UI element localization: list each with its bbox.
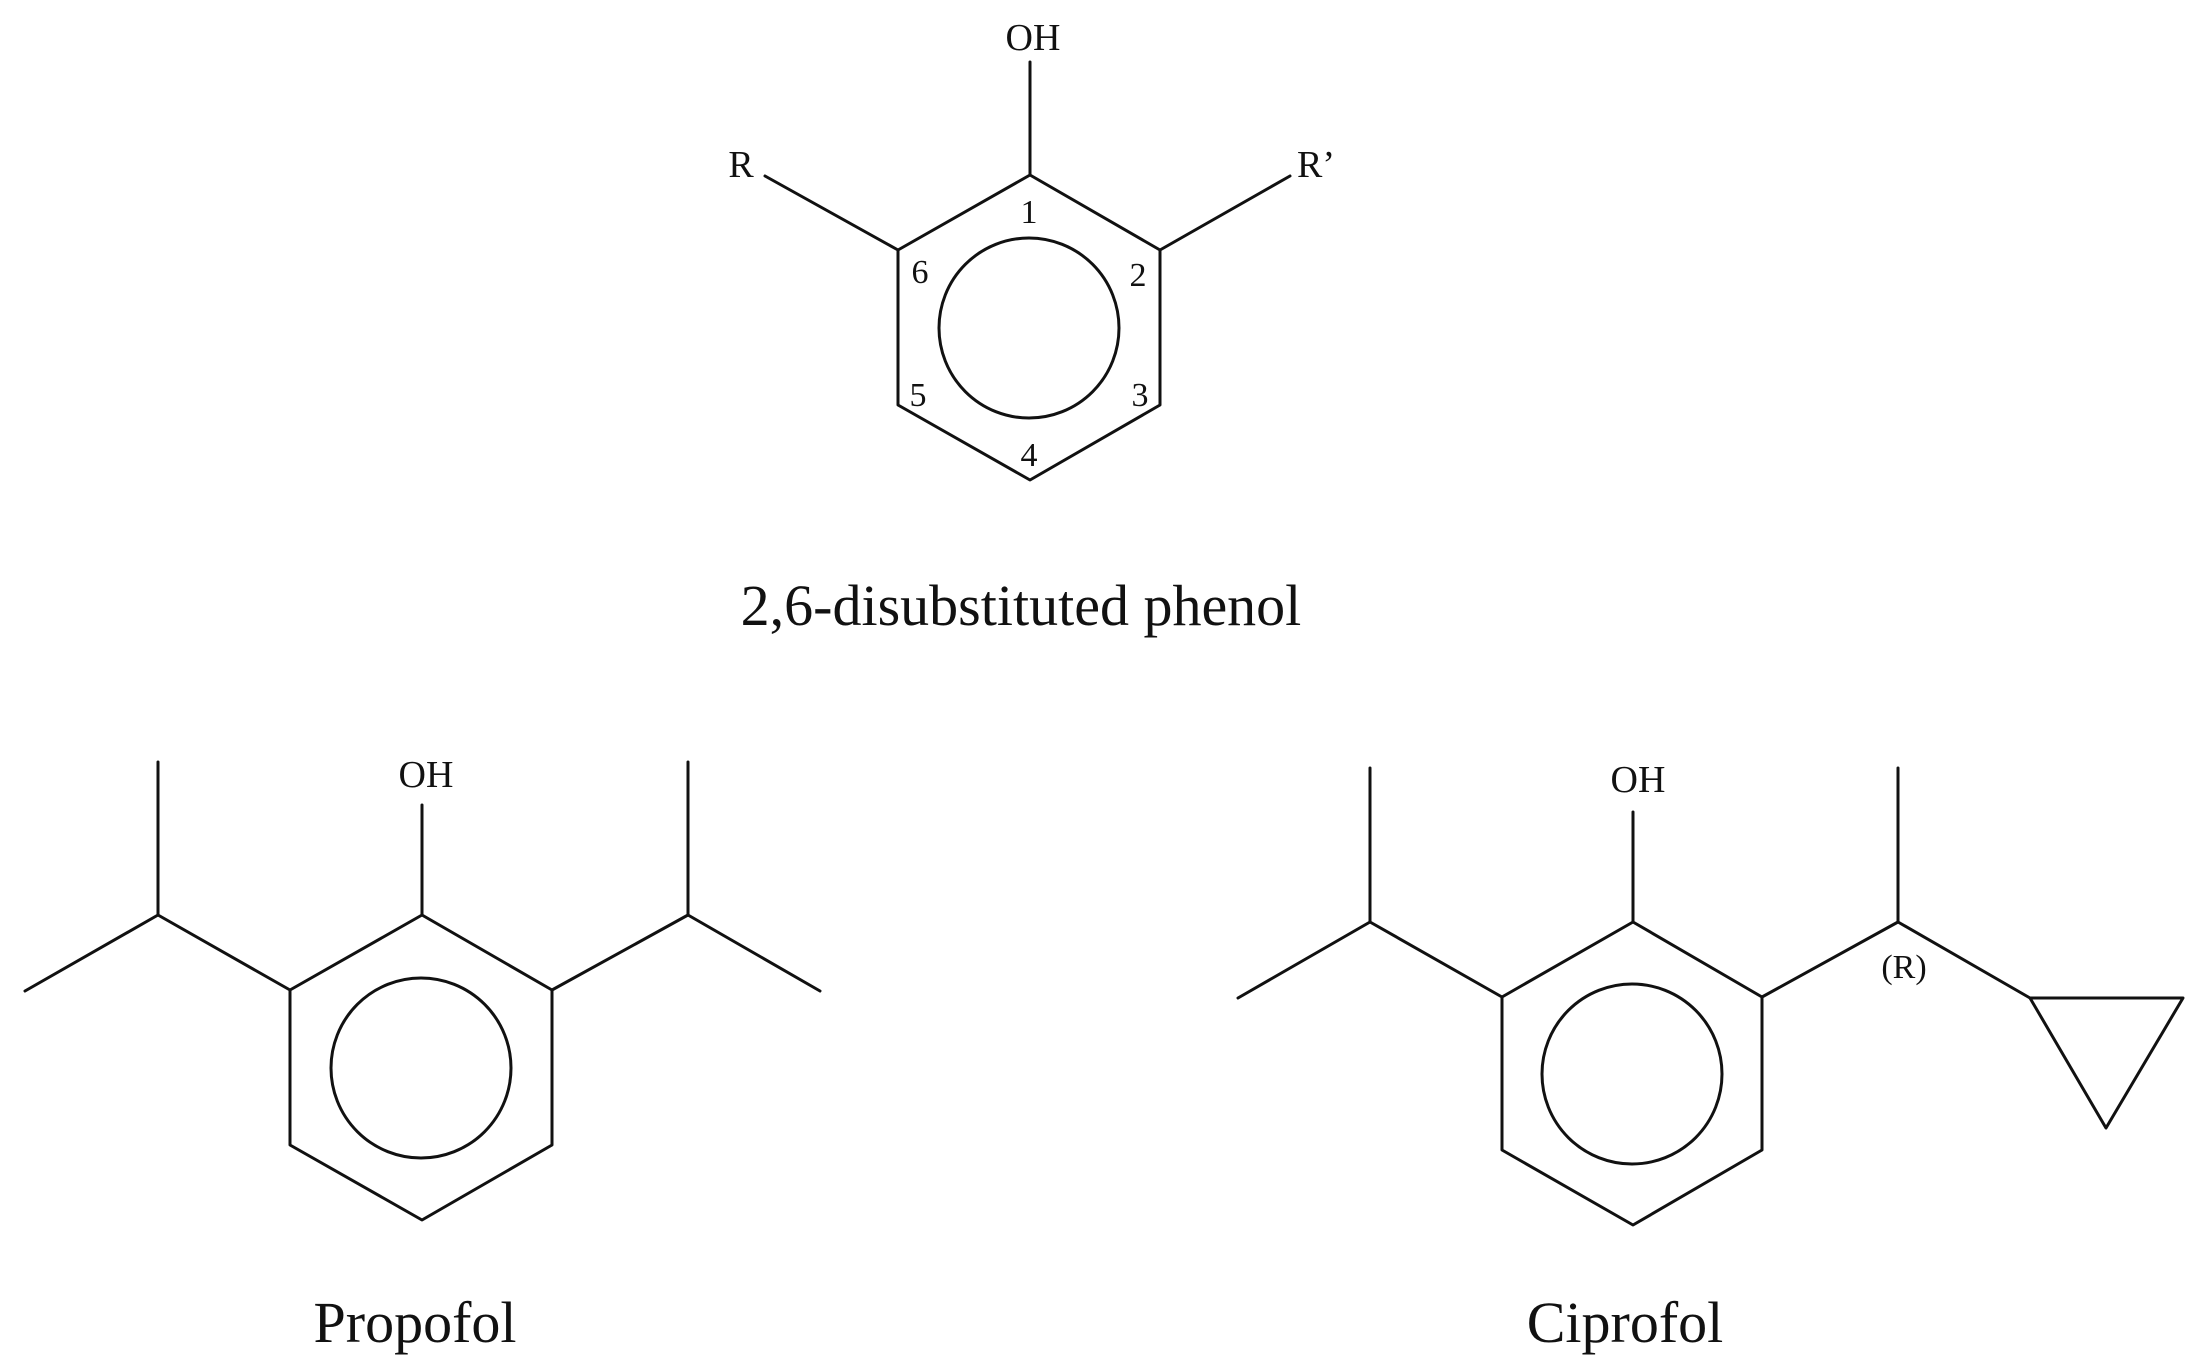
ciprofol-isopropyl-methyl-down <box>1236 920 1372 1000</box>
ciprofol-oh-label: OH <box>1611 759 1666 801</box>
ciprofol-aromatic-circle <box>1540 982 1724 1166</box>
generic-aromatic-circle <box>937 236 1121 420</box>
position-4-label: 4 <box>1021 437 1038 474</box>
generic-r-bond <box>763 174 900 252</box>
ciprofol-stereo-label: (R) <box>1881 949 1926 986</box>
position-2-label: 2 <box>1130 257 1147 294</box>
generic-r-prime-label: R’ <box>1297 144 1335 186</box>
position-1-label: 1 <box>1021 194 1038 231</box>
propofol-oh-label: OH <box>399 754 454 796</box>
propofol-structure: OH Propofol <box>23 754 822 1355</box>
generic-r-prime-bond <box>1158 174 1292 252</box>
propofol-left-methyl-down <box>23 913 160 993</box>
propofol-right-methyl-down <box>686 913 822 993</box>
propofol-benzene-ring <box>288 913 554 1222</box>
ciprofol-caption: Ciprofol <box>1527 1290 1724 1355</box>
ciprofol-chiral-center-bond <box>1760 920 1900 999</box>
ciprofol-cyclopropyl-ring <box>2028 996 2185 1130</box>
position-3-label: 3 <box>1132 377 1149 414</box>
generic-oh-label: OH <box>1006 17 1061 59</box>
ciprofol-isopropyl-bond <box>1368 920 1504 999</box>
ciprofol-cyclopropyl-bond <box>1896 920 2032 1000</box>
propofol-left-isopropyl-bond <box>156 913 292 992</box>
generic-r-label: R <box>728 144 754 186</box>
position-5-label: 5 <box>910 377 927 414</box>
ciprofol-structure: OH (R) Ciprofol <box>1236 759 2185 1355</box>
generic-phenol-structure: OH R R’ 1 2 3 4 5 6 2,6-disubstituted ph… <box>728 17 1335 638</box>
propofol-right-isopropyl-bond <box>550 913 690 992</box>
generic-phenol-caption: 2,6-disubstituted phenol <box>741 573 1302 638</box>
propofol-caption: Propofol <box>314 1290 517 1355</box>
position-6-label: 6 <box>912 254 929 291</box>
propofol-aromatic-circle <box>329 976 513 1160</box>
